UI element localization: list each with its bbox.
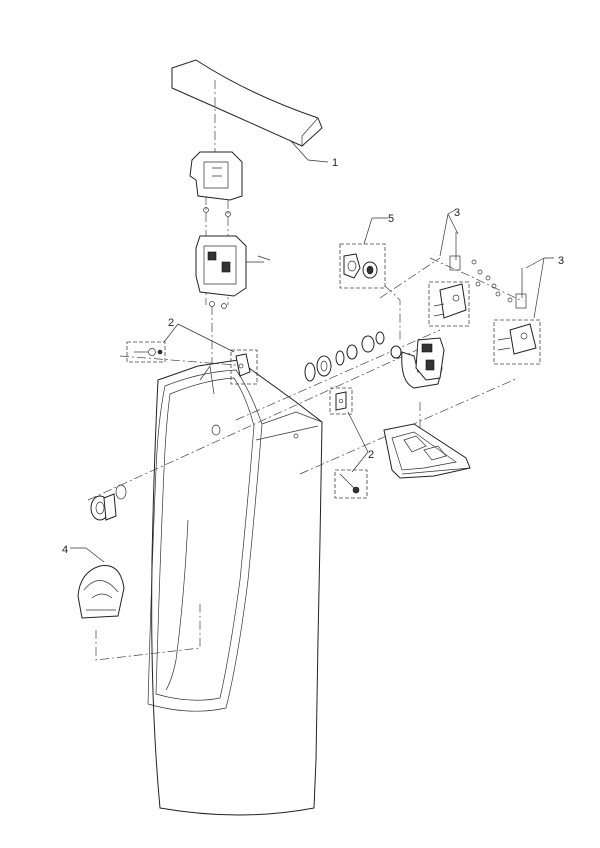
group-2-box-d (334, 469, 368, 499)
leader-3a (439, 209, 459, 257)
callout-1: 1 (332, 157, 338, 169)
callout-5: 5 (388, 213, 394, 225)
axis-main-1 (87, 343, 431, 501)
axis-bracket-top (429, 257, 521, 301)
callout-3a: 3 (454, 207, 460, 219)
elbow-fitting-part (343, 253, 378, 279)
anchor-screw-part (339, 473, 360, 494)
leader-2a (163, 323, 235, 353)
axis-5-to-3 (379, 257, 441, 299)
screw-d (221, 303, 227, 309)
leader-2b (347, 411, 369, 473)
leader-5 (363, 217, 388, 245)
drain-base-part (383, 423, 471, 479)
urinal-body-part (147, 359, 323, 816)
group-2-box-b (230, 349, 258, 385)
bolt-set-b (507, 268, 527, 309)
wall-bracket-lower-part (497, 323, 537, 355)
callout-2b: 2 (368, 449, 374, 461)
axis-main-3 (235, 329, 441, 421)
bolt-set-a (449, 232, 501, 297)
sensor-button-part (90, 484, 127, 521)
screw-a (203, 207, 209, 213)
top-cover-part (171, 59, 323, 147)
valve-housing-part (189, 151, 243, 201)
bolt-washer-part (134, 348, 163, 356)
trap-valve-part (401, 337, 445, 389)
callout-4: 4 (62, 544, 68, 556)
group-3-box-b (493, 319, 541, 365)
leader-1 (289, 139, 329, 163)
callout-2a: 2 (168, 317, 174, 329)
callout-3b: 3 (558, 255, 564, 267)
solenoid-actuator-part (195, 235, 271, 297)
drain-strainer-part (77, 564, 125, 619)
clip-part (335, 391, 347, 411)
axis-main-2 (119, 355, 249, 367)
group-3-box-a (428, 281, 470, 327)
wall-bracket-upper-part (433, 283, 467, 319)
screw-c (209, 301, 215, 307)
leader-4 (70, 547, 105, 563)
axis-strainer (95, 604, 201, 661)
group-2-box-a (126, 341, 166, 363)
spud-fitting-part (304, 331, 402, 382)
axis-5 (384, 285, 401, 340)
mount-bracket-part (235, 353, 251, 377)
group-5-box (339, 243, 386, 289)
screw-b (225, 211, 231, 217)
leader-3b (525, 257, 554, 319)
